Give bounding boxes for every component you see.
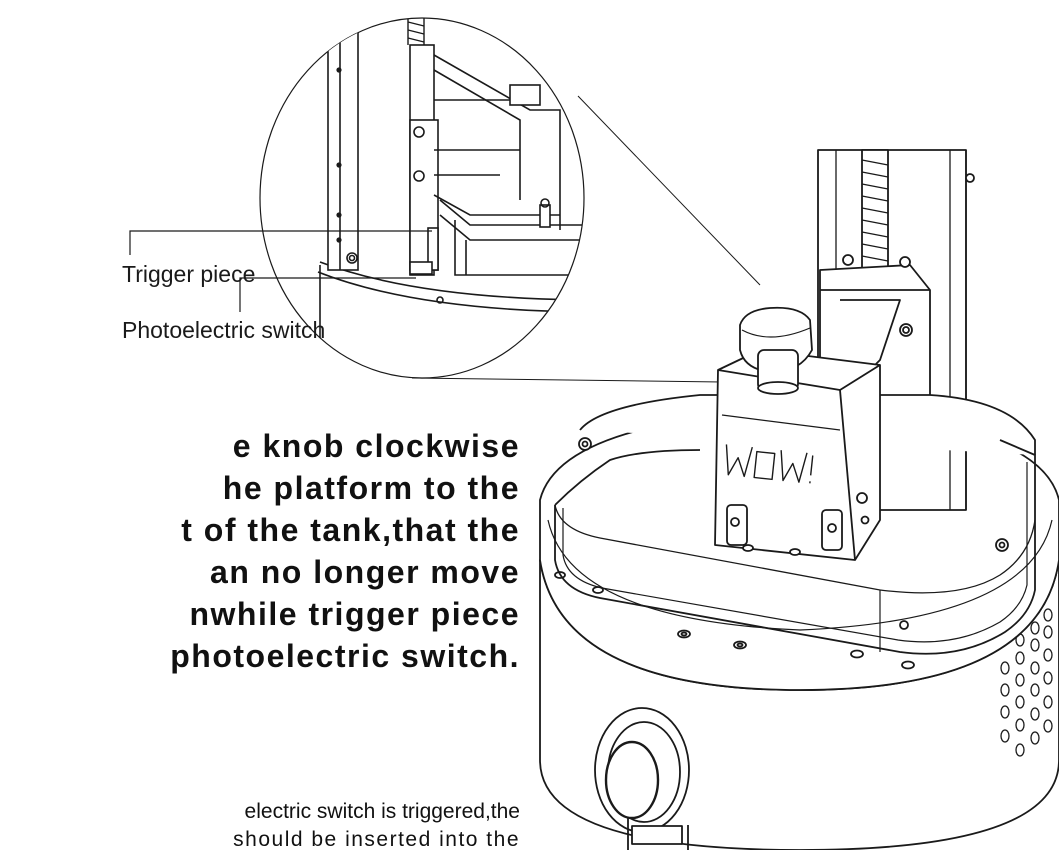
zoom-connector-bottom — [411, 377, 723, 383]
instruction-text: e knob clockwise he platform to the t of… — [0, 425, 520, 677]
instruction-line: nwhile trigger piece — [189, 596, 520, 632]
trigger-piece-label: Trigger piece — [122, 261, 256, 287]
instruction-line: e knob clockwise — [232, 428, 520, 464]
note-text: electric switch is triggered,the should … — [0, 798, 520, 854]
instruction-line: an no longer move — [210, 554, 520, 590]
instruction-line: he platform to the — [222, 470, 520, 506]
zoom-connector-top — [577, 95, 761, 286]
instruction-line: photoelectric switch. — [170, 638, 520, 674]
trigger-piece-leader — [129, 230, 432, 255]
note-line: electric switch is triggered,the — [244, 800, 520, 823]
photoelectric-switch-label: Photoelectric switch — [122, 317, 326, 343]
note-line: should be inserted into the — [233, 828, 520, 851]
photoelectric-switch-leader — [239, 277, 416, 312]
instruction-line: t of the tank,that the — [181, 512, 520, 548]
printer-body — [539, 149, 1059, 850]
zoom-detail — [259, 17, 585, 379]
